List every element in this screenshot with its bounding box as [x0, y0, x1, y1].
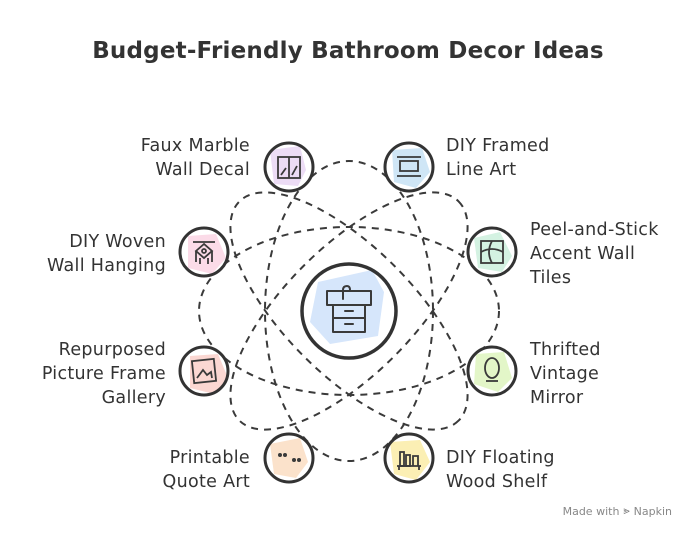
label-diy-framed-line-art: DIY Framed Line Art	[446, 136, 550, 180]
node-peel-and-stick	[466, 226, 518, 278]
center-node	[300, 262, 398, 360]
picture-frame-icon	[397, 156, 421, 177]
tile-pattern-icon	[480, 240, 504, 264]
label-faux-marble: Faux Marble Wall Decal	[140, 136, 250, 180]
node-floating-shelf	[383, 432, 435, 484]
node-diy-framed-line-art	[383, 141, 435, 193]
label-picture-frame-gallery: Repurposed Picture Frame Gallery	[41, 340, 166, 408]
framed-panel-icon	[277, 156, 301, 179]
shelf-icon	[397, 451, 421, 470]
node-faux-marble	[263, 141, 315, 193]
label-woven-wall-hanging: DIY Woven Wall Hanging	[47, 232, 166, 276]
orbit-lines	[198, 160, 500, 462]
label-floating-shelf: DIY Floating Wood Shelf	[446, 448, 555, 492]
label-quote-art: Printable Quote Art	[162, 448, 250, 492]
quote-marks-icon	[278, 453, 301, 462]
node-woven-wall-hanging	[178, 226, 230, 278]
node-thrifted-mirror	[466, 345, 518, 397]
footer-text: Made with	[562, 504, 620, 518]
label-peel-and-stick: Peel-and-Stick Accent Wall Tiles	[530, 220, 659, 288]
footer-brand: Napkin	[633, 504, 672, 518]
napkin-logo-icon: ⪢	[623, 504, 630, 517]
page-title: Budget-Friendly Bathroom Decor Ideas	[92, 38, 604, 64]
label-thrifted-mirror: Thrifted Vintage Mirror	[530, 340, 601, 408]
bathroom-vanity-sink-icon	[326, 285, 372, 333]
node-quote-art	[263, 432, 315, 484]
woven-hanging-icon	[193, 241, 215, 264]
made-with-footer[interactable]: Made with ⪢ Napkin	[563, 504, 672, 518]
oval-mirror-icon	[484, 357, 500, 382]
framed-photo-icon	[190, 357, 218, 385]
node-picture-frame-gallery	[178, 345, 230, 397]
